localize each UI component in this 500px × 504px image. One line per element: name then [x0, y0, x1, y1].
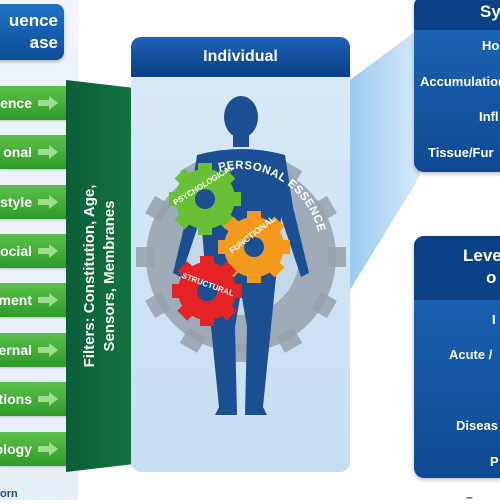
influence-row-label: ment — [0, 292, 32, 308]
influence-row: ernal — [0, 333, 66, 367]
influence-row: ment — [0, 283, 66, 317]
influence-row-label: ence — [0, 95, 32, 111]
influence-row: onal — [0, 135, 66, 169]
systems-item: Accumulation — [420, 74, 500, 89]
functional-gear-icon — [218, 211, 290, 283]
arrow-right-icon — [38, 244, 58, 258]
left-bottom-text: orn — [0, 488, 18, 500]
influence-row: style — [0, 185, 66, 219]
filter-label-line2: Sensors, Membranes — [101, 200, 118, 352]
arrow-right-icon — [38, 96, 58, 110]
levels-box-header — [414, 236, 500, 300]
systems-box-header — [414, 0, 500, 30]
left-title-line2: ase — [29, 33, 58, 52]
influence-row-label: ernal — [0, 342, 32, 358]
systems-item: Infl — [479, 109, 499, 124]
systems-item: Tissue/Fur — [428, 145, 494, 160]
influence-row-label: style — [0, 194, 32, 210]
projection-beam — [350, 28, 420, 290]
levels-item: P — [490, 454, 499, 469]
influence-row: ocial — [0, 234, 66, 268]
influence-row: ence — [0, 86, 66, 120]
filter-block — [66, 80, 134, 472]
individual-illustration: PERSONAL ESSENCE PSYCHOLOGICAL — [136, 96, 346, 415]
influence-row-label: onal — [3, 144, 32, 160]
arrow-right-icon — [38, 343, 58, 357]
influence-row: ology — [0, 432, 66, 466]
systems-box-title: Sy — [480, 2, 500, 21]
levels-item: I — [492, 312, 496, 327]
structural-gear-icon — [172, 256, 242, 326]
influence-row-label: ology — [0, 441, 32, 457]
individual-header: Individual — [131, 37, 350, 77]
filter-label-line1: Filters: Constitution, Age, — [81, 184, 98, 368]
filter-label: Filters: Constitution, Age, Sensors, Mem… — [80, 185, 120, 368]
influence-row-label: tions — [0, 391, 32, 407]
arrow-right-icon — [38, 392, 58, 406]
psychological-gear-icon — [169, 163, 241, 235]
arrow-right-icon — [38, 145, 58, 159]
levels-item: Acute / — [449, 347, 493, 362]
left-title-box: uence ase — [0, 4, 64, 60]
left-title-line1: uence — [8, 11, 58, 30]
levels-box-title-line1: Leve — [463, 246, 500, 265]
right-bottom-text: – — [466, 490, 473, 504]
systems-item: Ho — [482, 38, 500, 53]
influence-row: tions — [0, 382, 66, 416]
influence-row-label: ocial — [0, 243, 32, 259]
arrow-right-icon — [38, 442, 58, 456]
arrow-right-icon — [38, 293, 58, 307]
levels-box-title-line2: o — [486, 268, 497, 287]
arrow-right-icon — [38, 195, 58, 209]
levels-item: Diseas — [456, 418, 498, 433]
